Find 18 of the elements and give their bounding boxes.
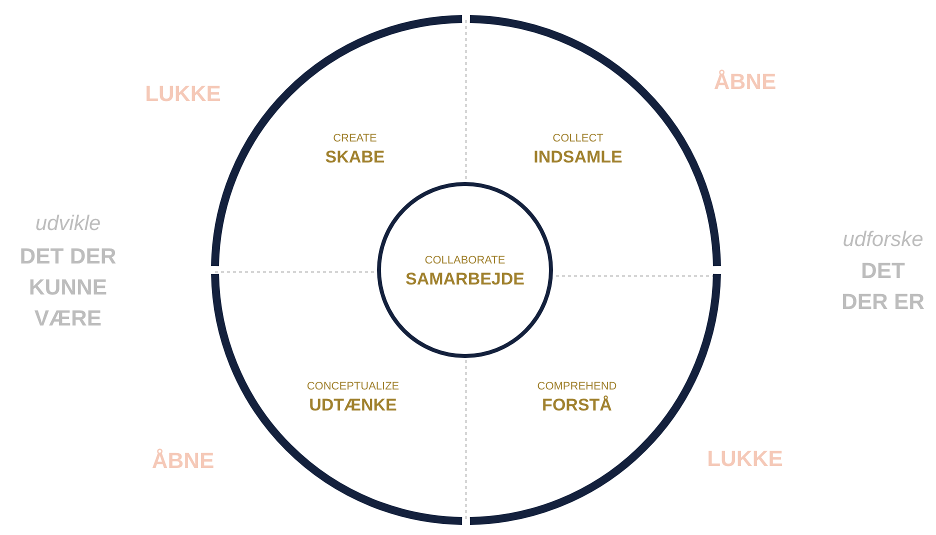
side-caption: udforske (842, 228, 924, 252)
danish-term: SAMARBEJDE (405, 270, 525, 290)
english-term: COLLECT (552, 132, 604, 144)
english-term: COLLABORATE (424, 254, 506, 266)
side-caption: udvikle (35, 212, 101, 236)
danish-term: UDTÆNKE (308, 396, 398, 416)
danish-term: INDSAMLE (534, 148, 622, 168)
phase-label: LUKKE (145, 81, 221, 107)
english-term: CONCEPTUALIZE (306, 380, 400, 392)
danish-term: FORSTÅ (541, 396, 613, 416)
phase-label: ÅBNE (714, 69, 776, 95)
phase-label: DET DER KUNNE VÆRE (18, 242, 118, 332)
phase-label: DET DER ER (840, 257, 926, 316)
phase-label: LUKKE (707, 446, 783, 472)
english-term: COMPREHEND (537, 380, 617, 392)
phase-label: ÅBNE (152, 448, 214, 474)
danish-term: SKABE (325, 148, 385, 168)
english-term: CREATE (332, 132, 378, 144)
